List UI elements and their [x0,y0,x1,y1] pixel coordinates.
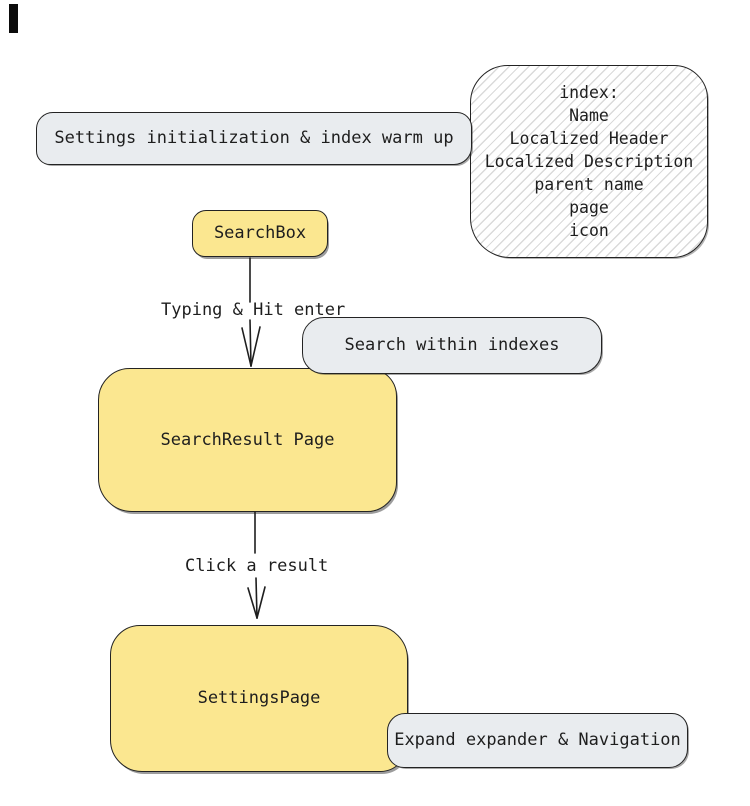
node-settingspage: SettingsPage [110,625,408,772]
arrow-typing-enter [241,257,261,367]
note-line: index: [559,83,619,102]
cursor-artifact [9,4,18,33]
edge-label-click-result: Click a result [185,556,329,576]
node-expand-expander-navigation: Expand expander & Navigation [387,713,688,768]
note-line: icon [569,221,609,240]
note-line: Localized Description [484,152,694,171]
note-line: Localized Header [509,129,669,148]
note-index-fields: index: Name Localized Header Localized D… [470,65,708,258]
node-searchresult-page: SearchResult Page [98,368,397,512]
note-line: Name [569,106,609,125]
node-settings-initialization: Settings initialization & index warm up [36,112,472,165]
arrow-click-result [247,511,266,619]
note-line: page [569,198,609,217]
node-searchbox: SearchBox [192,210,328,257]
edge-label-typing-enter: Typing & Hit enter [161,300,346,320]
node-search-within-indexes: Search within indexes [302,317,602,374]
note-line: parent name [534,175,644,194]
